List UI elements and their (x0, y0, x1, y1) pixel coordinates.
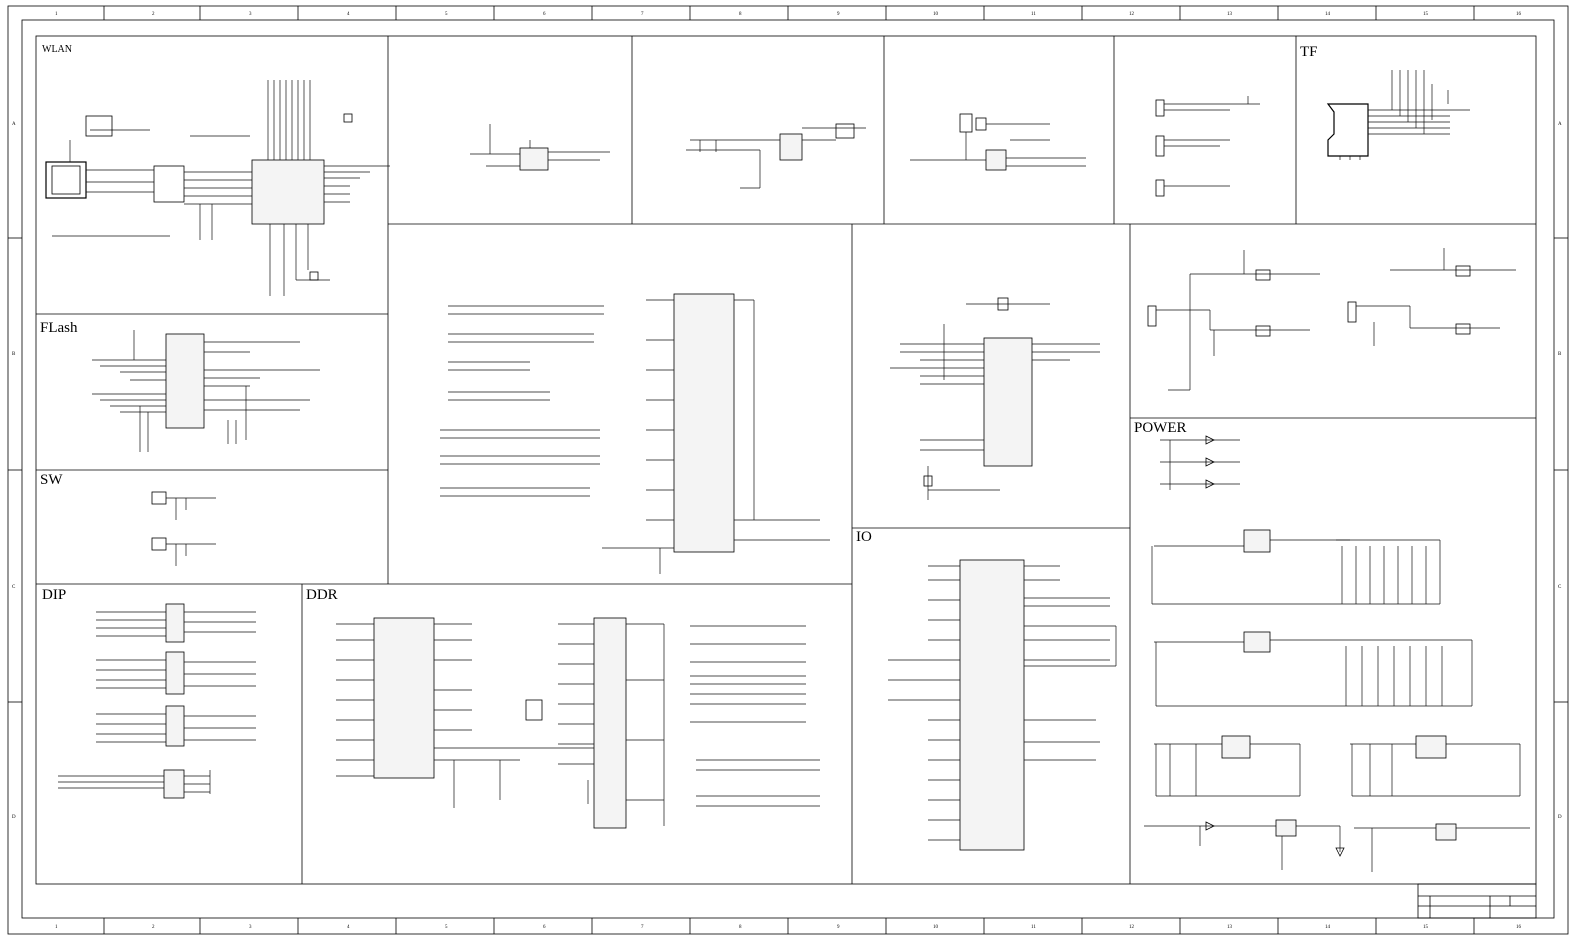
io-circuit (888, 559, 1117, 851)
col-label: 12 (1129, 12, 1135, 17)
section-title-power: POWER (1134, 420, 1187, 436)
col-label: 6 (543, 925, 546, 930)
col-label: 9 (837, 925, 840, 930)
dip-circuit (58, 603, 256, 799)
section-title-tf: TF (1300, 44, 1318, 60)
crystal-block (910, 113, 1086, 171)
border-ticks (8, 6, 1568, 934)
dip-switch-4 (163, 769, 185, 799)
io-connector (959, 559, 1025, 851)
col-label: 14 (1325, 12, 1331, 17)
ddr-memory (593, 617, 627, 829)
row-label: D (1558, 815, 1562, 820)
soc-system-chip (983, 337, 1033, 467)
section-dividers (36, 36, 1536, 884)
dip-switch-2 (165, 651, 185, 695)
col-label: 14 (1325, 925, 1331, 930)
row-label: C (12, 585, 16, 590)
ddr-circuit (336, 617, 820, 829)
col-label: 5 (445, 12, 448, 17)
col-label: 10 (933, 925, 939, 930)
section-title-flash: FLash (40, 320, 78, 336)
border-col-labels-top: 1 2 3 4 5 6 7 8 9 10 11 12 13 14 15 16 (55, 12, 1522, 17)
col-label: 8 (739, 12, 742, 17)
section-title-sw: SW (40, 472, 63, 488)
flash-chip (165, 333, 205, 429)
flash-circuit (92, 330, 320, 452)
col-label: 2 (152, 925, 155, 930)
wlan-circuit (45, 80, 390, 296)
tf-card-slot (1326, 70, 1470, 160)
border-col-labels-bottom: 1 2 3 4 5 6 7 8 9 10 11 12 13 14 15 16 (55, 925, 1522, 930)
row-label: A (1558, 122, 1562, 127)
border-row-labels: A B C D A B C D (12, 122, 1562, 820)
schematic-frame (35, 35, 1537, 885)
row-label: D (12, 815, 16, 820)
col-label: 2 (152, 12, 155, 17)
power-regulator-1 (1243, 529, 1271, 553)
soc-power-chip (673, 293, 735, 553)
dc-dc-block-left (1147, 250, 1320, 391)
power-regulator-2 (1243, 631, 1271, 653)
dc-dc-block-right (1347, 248, 1516, 346)
col-label: 4 (347, 12, 350, 17)
connector-block (1155, 96, 1260, 197)
decoupling-cap-rows (440, 305, 604, 497)
wlan-balun (153, 165, 185, 203)
soc-system-circuit (890, 297, 1100, 500)
section-title-io: IO (856, 529, 872, 545)
row-label: B (1558, 352, 1562, 357)
col-label: 11 (1031, 925, 1036, 930)
col-label: 12 (1129, 925, 1135, 930)
power-regulator-5 (1275, 819, 1297, 837)
section-title-wlan: WLAN (42, 44, 72, 55)
col-label: 16 (1516, 925, 1522, 930)
title-block (1417, 883, 1537, 919)
row-label: C (1558, 585, 1562, 590)
col-label: 1 (55, 925, 58, 930)
col-label: 7 (641, 12, 644, 17)
col-label: 11 (1031, 12, 1036, 17)
power-diodes (1205, 435, 1345, 857)
section-title-dip: DIP (42, 587, 66, 603)
col-label: 6 (543, 12, 546, 17)
regulator-block-2 (686, 123, 866, 189)
row-label: B (12, 352, 16, 357)
switch-1 (151, 491, 167, 505)
col-label: 16 (1516, 12, 1522, 17)
col-label: 8 (739, 925, 742, 930)
col-label: 13 (1227, 925, 1233, 930)
ddr-controller (373, 617, 435, 779)
power-regulator-4 (1415, 735, 1447, 759)
col-label: 13 (1227, 12, 1233, 17)
col-label: 15 (1423, 12, 1429, 17)
col-label: 3 (249, 12, 252, 17)
col-label: 9 (837, 12, 840, 17)
soc-power-pins (602, 293, 830, 574)
col-label: 5 (445, 925, 448, 930)
switch-circuit (151, 491, 216, 566)
power-circuit (1144, 435, 1530, 872)
col-label: 15 (1423, 925, 1429, 930)
col-label: 4 (347, 925, 350, 930)
col-label: 1 (55, 12, 58, 17)
regulator-block-1 (470, 124, 610, 171)
section-title-ddr: DDR (306, 587, 338, 603)
col-label: 10 (933, 12, 939, 17)
col-label: 3 (249, 925, 252, 930)
power-regulator-3 (1221, 735, 1251, 759)
wlan-chip (251, 159, 325, 225)
dip-switch-1 (165, 603, 185, 643)
switch-2 (151, 537, 167, 551)
power-regulator-6 (1435, 823, 1457, 841)
col-label: 7 (641, 925, 644, 930)
dip-switch-3 (165, 705, 185, 747)
row-label: A (12, 122, 16, 127)
wlan-antenna (45, 161, 87, 199)
